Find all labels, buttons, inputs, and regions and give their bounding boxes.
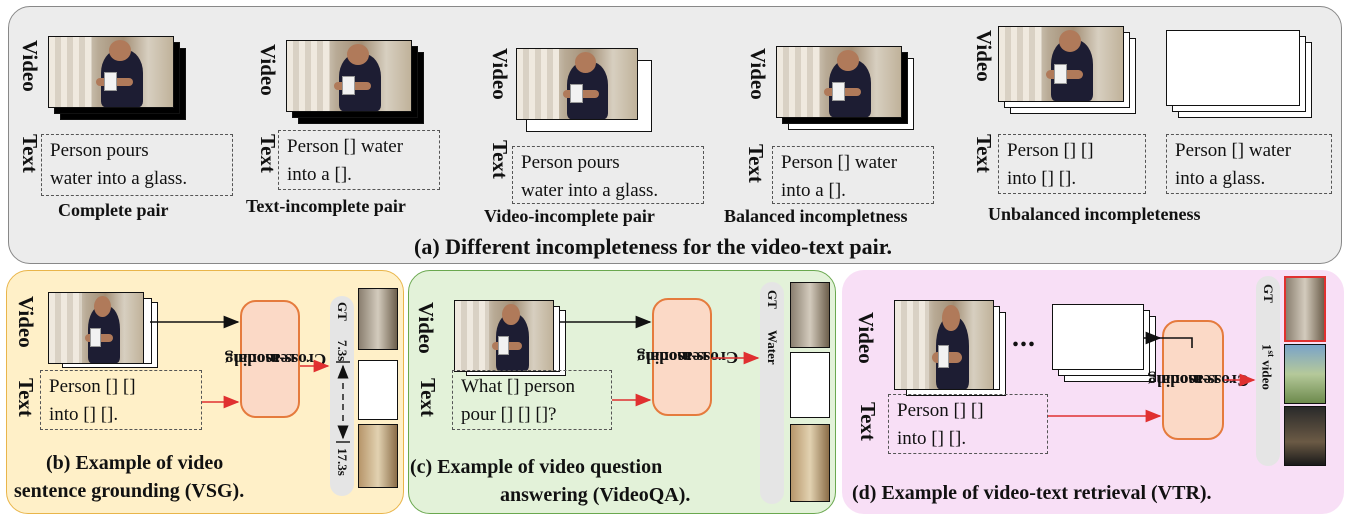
- end-time-label: 17.3s: [335, 448, 350, 476]
- rank-label: 1st video: [1259, 344, 1276, 390]
- text-line: into [] [].: [1007, 168, 1077, 189]
- video-frame-blank: [1052, 304, 1144, 370]
- video-label-1: Video: [18, 40, 42, 92]
- video-label-b: Video: [14, 296, 38, 348]
- text-box-complete: Person pours water into a glass.: [41, 134, 233, 196]
- text-label-5: Text: [972, 134, 996, 173]
- text-box-unbalanced-2: Person [] water into a glass.: [1166, 134, 1332, 194]
- frame-thumb: [790, 282, 830, 348]
- query-box-vsg: Person [] [] into [] [].: [40, 370, 202, 430]
- text-label-2: Text: [256, 134, 280, 173]
- video-frame-person: [776, 46, 902, 118]
- gt-label-b: GT: [335, 302, 350, 321]
- text-line: into [] [].: [897, 428, 967, 449]
- gt-timeline-b: [330, 296, 354, 496]
- video-label-3: Video: [488, 48, 512, 100]
- text-label-4: Text: [744, 144, 768, 183]
- caption-complete-pair: Complete pair: [58, 200, 169, 220]
- caption-text-incomplete-pair: Text-incomplete pair: [246, 196, 406, 216]
- question-box-videoqa: What [] person pour [] [] []?: [452, 370, 612, 430]
- text-line: into a [].: [287, 164, 352, 185]
- caption-unbalanced-incompleteness: Unbalanced incompleteness: [988, 204, 1201, 224]
- video-frame-person: [454, 300, 554, 372]
- text-line: What [] person: [461, 376, 575, 397]
- frame-thumb-missing: [790, 352, 830, 418]
- text-box-unbalanced-1: Person [] [] into [] [].: [998, 134, 1146, 194]
- text-line: water into a glass.: [50, 168, 188, 189]
- video-label-c: Video: [414, 302, 438, 354]
- text-line: Person pours: [50, 140, 149, 161]
- text-label-1: Text: [18, 134, 42, 173]
- answer-label: Water: [765, 330, 780, 365]
- frame-thumb: [358, 288, 398, 350]
- text-box-balanced: Person [] water into a [].: [772, 146, 934, 204]
- ellipsis: ...: [1012, 322, 1036, 353]
- video-frame-person: [894, 300, 994, 390]
- video-frame-blank-missing: [1166, 30, 1300, 106]
- video-frame-person: [48, 36, 174, 108]
- query-box-vtr: Person [] [] into [] [].: [888, 394, 1048, 454]
- retrieved-thumb-gt: [1284, 276, 1326, 342]
- text-line: into a [].: [781, 180, 846, 201]
- video-frame-person: [998, 26, 1124, 102]
- text-box-video-incomplete: Person pours water into a glass.: [512, 146, 704, 204]
- panel-b-caption-line1: (b) Example of video: [46, 452, 224, 474]
- retrieved-thumb: [1284, 344, 1326, 404]
- text-line: into [] [].: [49, 404, 119, 425]
- text-line: pour [] [] []?: [461, 404, 557, 425]
- retrieval-rank-bar: [1256, 276, 1280, 466]
- frame-thumb: [358, 424, 398, 488]
- video-label-d: Video: [854, 312, 878, 364]
- gt-label-d: GT: [1261, 284, 1276, 303]
- panel-c-caption-line1: (c) Example of video question: [410, 456, 663, 478]
- video-label-5: Video: [972, 30, 996, 82]
- text-line: Person [] []: [897, 400, 984, 421]
- video-frame-person: [48, 292, 144, 364]
- panel-b-caption-line2: sentence grounding (VSG).: [14, 480, 245, 502]
- text-line: Person [] water: [1175, 140, 1292, 161]
- text-label-c: Text: [416, 378, 440, 417]
- frame-thumb: [790, 424, 830, 502]
- text-label-d: Text: [856, 402, 880, 441]
- gt-label-c: GT: [765, 290, 780, 309]
- start-time-label: 7.3s: [335, 340, 350, 362]
- panel-c-caption-line2: answering (VideoQA).: [500, 484, 691, 506]
- caption-video-incomplete-pair: Video-incomplete pair: [484, 206, 655, 226]
- text-label-b: Text: [14, 378, 38, 417]
- text-line: Person [] water: [287, 136, 404, 157]
- text-line: water into a glass.: [521, 180, 659, 201]
- text-line: Person [] []: [1007, 140, 1094, 161]
- video-frame-person: [516, 48, 638, 120]
- panel-a-title: (a) Different incompleteness for the vid…: [414, 234, 892, 259]
- frame-thumb-missing: [358, 360, 398, 420]
- gt-answer-bar-c: [760, 282, 784, 504]
- video-label-4: Video: [746, 48, 770, 100]
- text-line: Person [] water: [781, 152, 898, 173]
- text-label-3: Text: [488, 140, 512, 179]
- video-label-2: Video: [256, 44, 280, 96]
- text-line: into a glass.: [1175, 168, 1266, 189]
- text-box-text-incomplete: Person [] water into a [].: [278, 130, 440, 190]
- text-line: Person pours: [521, 152, 620, 173]
- panel-d-caption: (d) Example of video-text retrieval (VTR…: [852, 482, 1212, 504]
- text-line: Person [] []: [49, 376, 136, 397]
- retrieved-thumb: [1284, 406, 1326, 466]
- caption-balanced-incompleteness: Balanced incompletness: [724, 206, 908, 226]
- video-frame-person: [286, 40, 412, 112]
